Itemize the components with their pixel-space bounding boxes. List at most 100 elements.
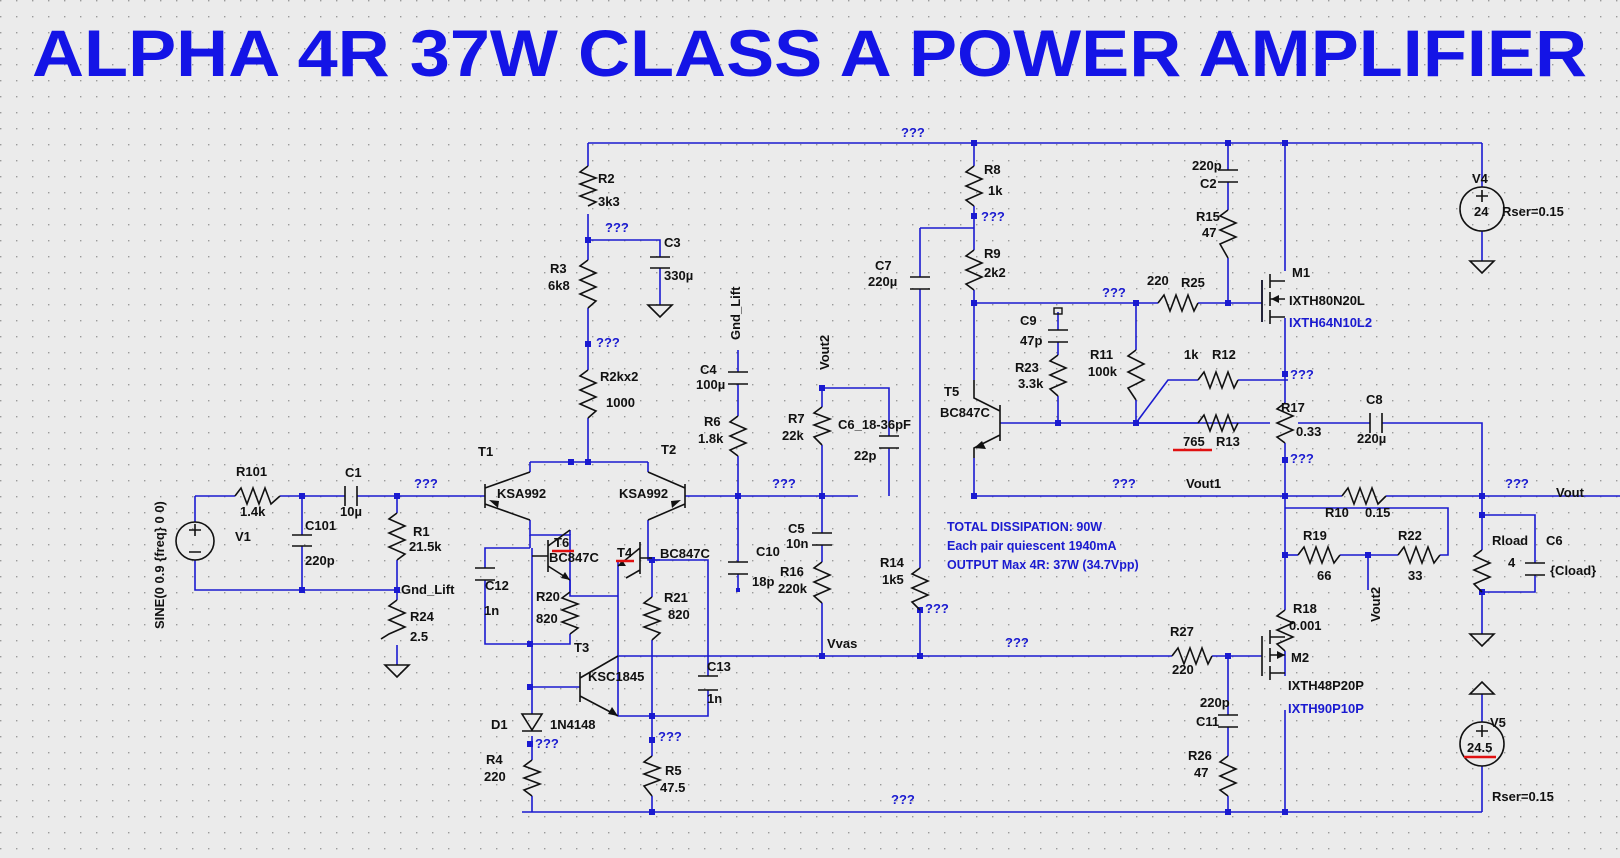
resistor-r8 [964,165,984,207]
label-v5-rser: Rser=0.15 [1492,789,1554,804]
label-m1-model: IXTH80N20L [1289,293,1365,308]
label-vout1-net: Vout1 [1186,476,1221,491]
label-r25-value: 220 [1147,273,1169,288]
junction [394,493,400,499]
ground-icon [1468,633,1496,648]
label-c2-name: C2 [1200,176,1217,191]
label-r4-value: 220 [484,769,506,784]
resistor-r26 [1218,755,1238,797]
label-c9-value: 47p [1020,333,1042,348]
label-r20-value: 820 [536,611,558,626]
label-r17-value: 0.33 [1296,424,1321,439]
label-r6-value: 1.8k [698,431,724,446]
label-c11-name: C11 [1196,714,1219,729]
junction [568,459,574,465]
label-r16-value: 220k [778,581,808,596]
label-c13-name: C13 [707,659,731,674]
label-r11-name: R11 [1090,347,1113,362]
wires [194,142,1620,813]
label-gnd-lift-vertical: Gnd_Lift [728,286,743,340]
label-r1-value: 21.5k [409,539,442,554]
label-r19-value: 66 [1317,568,1331,583]
node-voltage-marker: ??? [925,601,949,616]
label-v4-rser: Rser=0.15 [1502,204,1564,219]
junction [971,140,977,146]
label-r26-name: R26 [1188,748,1212,763]
label-c5-value: 10n [786,536,808,551]
label-r16-name: R16 [780,564,804,579]
label-r2kx2-name: R2kx2 [600,369,638,384]
label-r22-name: R22 [1398,528,1422,543]
resistor-r22 [1397,544,1441,566]
label-r1-name: R1 [413,524,430,539]
label-c2-value: 220p [1192,158,1222,173]
note-quiescent-current: Each pair quiescent 1940mA [947,539,1117,553]
label-t5-name: T5 [944,384,959,399]
capacitor-c4 [728,371,748,385]
label-rload-name: Rload [1492,533,1528,548]
label-r23-value: 3.3k [1018,376,1044,391]
label-t3-model: KSC1845 [588,669,644,684]
junction [1225,653,1231,659]
resistor-r19 [1297,544,1341,566]
label-c7-name: C7 [875,258,892,273]
transistor-t3-icon [579,655,619,717]
junction [1225,140,1231,146]
resistor-r23 [1048,354,1068,397]
label-m2-model: IXTH48P20P [1288,678,1364,693]
resistor-r18 [1275,609,1295,652]
transistor-t1-icon [484,471,531,521]
mosfet-m2-icon [1261,630,1285,680]
resistor-r15 [1218,209,1238,259]
label-r2-value: 3k3 [598,194,620,209]
ground-icon [383,664,411,679]
node-voltage-marker: ??? [1112,476,1136,491]
capacitor-c11 [1218,714,1238,728]
capacitor-c101 [292,534,312,547]
resistor-r5 [641,755,663,797]
label-c12-value: 1n [484,603,499,618]
label-c4-name: C4 [700,362,717,377]
label-c8-name: C8 [1366,392,1383,407]
design-notes: TOTAL DISSIPATION: 90W Each pair quiesce… [947,520,1139,572]
ground-icon [646,304,674,319]
junction [527,741,533,747]
resistor-symbols [234,165,1492,797]
capacitor-c8 [1369,413,1383,433]
label-m2-alt: IXTH90P10P [1288,701,1364,716]
node-voltage-marker: ??? [1290,451,1314,466]
label-r2kx2-value: 1000 [606,395,635,410]
junction [1479,493,1485,499]
node-voltage-marker: ??? [535,736,559,751]
node-voltage-marker: ??? [596,335,620,350]
label-m1-alt: IXTH64N10L2 [1289,315,1372,330]
label-c10-name: C10 [756,544,780,559]
junction [649,809,655,815]
resistor-r7 [811,406,833,446]
label-r7-name: R7 [788,411,805,426]
junction [394,587,400,593]
label-c13-value: 1n [707,691,722,706]
label-r14-name: R14 [880,555,905,570]
node-voltage-marker: ??? [981,209,1005,224]
label-r21-name: R21 [664,590,688,605]
label-t1-model: KSA992 [497,486,546,501]
capacitor-c5 [812,532,832,546]
label-vout-net: Vout [1556,485,1585,500]
label-vout2-net: Vout2 [817,335,832,370]
resistor-r13 [1197,412,1239,434]
node-voltage-marker: ??? [414,476,438,491]
resistor-r21 [641,596,663,641]
label-r17-name: R17 [1281,400,1305,415]
junction [527,641,533,647]
junction [735,493,741,499]
node-voltage-markers: ??? ??? ??? ??? ??? ??? ??? ??? ??? ??? … [414,125,1529,807]
label-t3-name: T3 [574,640,589,655]
junction [299,587,305,593]
label-c9-name: C9 [1020,313,1037,328]
junction [1055,420,1061,426]
resistor-r12 [1197,369,1239,391]
capacitor-c12 [475,567,495,581]
resistor-r9 [964,249,984,291]
